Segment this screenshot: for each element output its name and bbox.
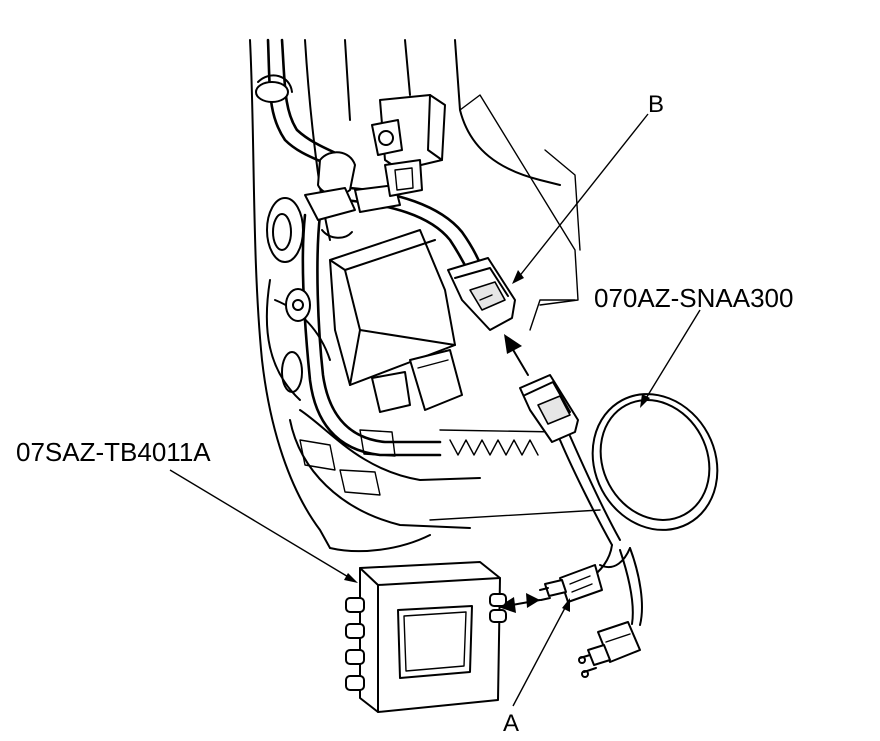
body-panel (249, 39, 601, 553)
connect-arrow-b (504, 334, 529, 376)
wire-harness (255, 38, 484, 457)
test-box (345, 561, 507, 713)
control-unit (285, 229, 463, 413)
leader-lines (169, 113, 701, 707)
callout-a-label: A (503, 710, 519, 736)
callout-b-label: B (648, 91, 664, 118)
connector-b (447, 257, 516, 331)
connect-arrow-a (498, 593, 541, 613)
tool-cable-label: 070AZ-SNAA300 (594, 283, 793, 313)
plug-a (539, 564, 603, 603)
upper-sensor (371, 94, 446, 197)
tool-box-label: 07SAZ-TB4011A (16, 437, 211, 467)
test-harness-connector (519, 374, 579, 443)
plug-spare (578, 621, 641, 678)
